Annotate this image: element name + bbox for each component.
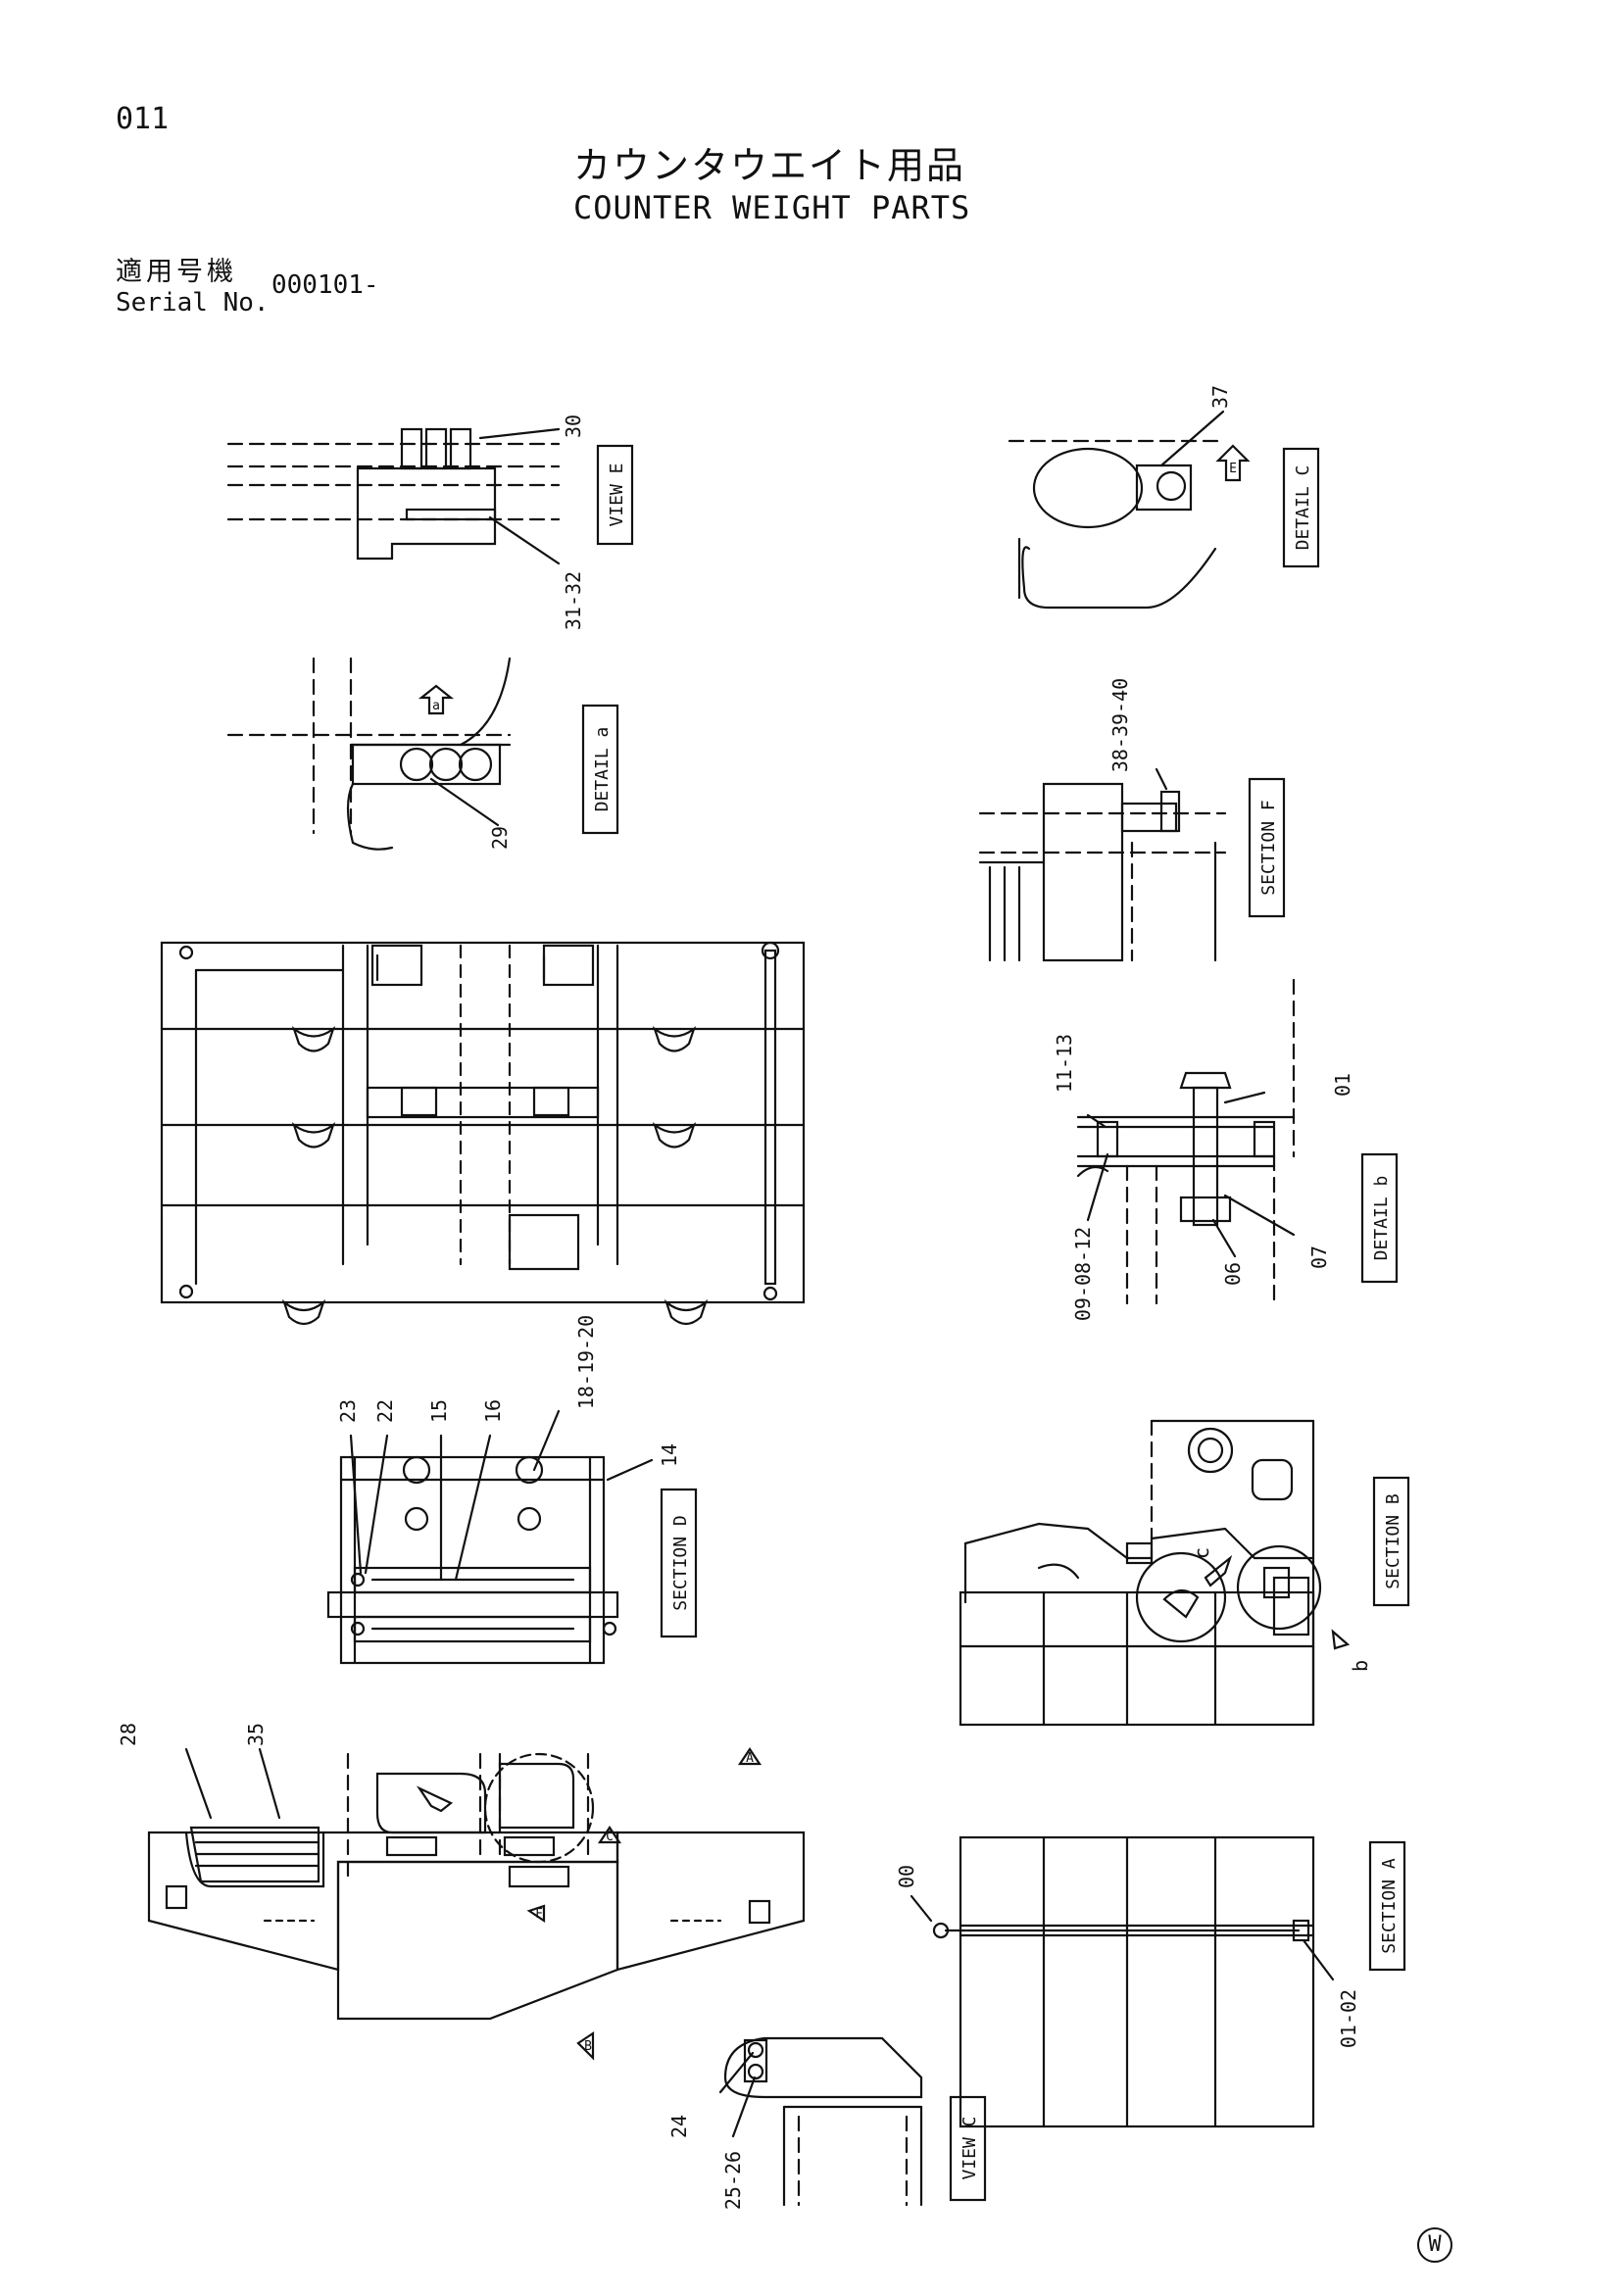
arrow-letter-a-small: a xyxy=(432,699,440,713)
section-f-label-box xyxy=(1248,777,1286,918)
callout-24: 24 xyxy=(667,2115,691,2138)
callout-b-small: b xyxy=(1349,1660,1372,1672)
view-e-label: VIEW E xyxy=(607,463,627,526)
section-b-label: SECTION B xyxy=(1383,1493,1403,1589)
callout-11-13: 11-13 xyxy=(1053,1034,1076,1093)
arrow-letter-b: B xyxy=(584,2039,592,2054)
publisher-mark: W xyxy=(1417,2227,1452,2263)
counterweight-view-drawing xyxy=(147,1747,806,2061)
serial-label-english: Serial No. xyxy=(116,288,270,318)
section-f-label: SECTION F xyxy=(1258,800,1279,896)
callout-09-08-12: 09-08-12 xyxy=(1071,1227,1095,1321)
section-a-drawing xyxy=(910,1835,1335,2128)
detail-a-drawing xyxy=(226,657,512,851)
callout-00: 00 xyxy=(895,1865,918,1888)
callout-37: 37 xyxy=(1208,385,1232,409)
section-a-label: SECTION A xyxy=(1379,1858,1400,1954)
callout-35: 35 xyxy=(244,1723,268,1746)
section-b-drawing xyxy=(959,1419,1351,1727)
detail-c-drawing xyxy=(1008,410,1251,610)
detail-b-label-box xyxy=(1360,1152,1399,1284)
callout-07: 07 xyxy=(1307,1246,1331,1269)
detail-a-label-box xyxy=(581,704,619,835)
callout-c-small: c xyxy=(1190,1547,1213,1559)
page-title-english: COUNTER WEIGHT PARTS xyxy=(573,189,971,226)
callout-25-26: 25-26 xyxy=(721,2151,745,2210)
section-a-label-box xyxy=(1368,1840,1406,1972)
detail-c-label: DETAIL C xyxy=(1293,465,1313,551)
detail-c-label-box xyxy=(1282,447,1320,568)
section-d-drawing xyxy=(326,1409,654,1665)
section-d-label: SECTION D xyxy=(670,1515,691,1611)
view-c-drawing xyxy=(718,2036,923,2207)
detail-a-label: DETAIL a xyxy=(592,727,613,812)
callout-01: 01 xyxy=(1331,1073,1354,1097)
detail-b-label: DETAIL b xyxy=(1371,1176,1392,1261)
callout-01-02: 01-02 xyxy=(1337,1989,1360,2048)
callout-30: 30 xyxy=(562,415,585,438)
callout-14: 14 xyxy=(658,1443,681,1467)
page-title-japanese: カウンタウエイト用品 xyxy=(573,144,966,187)
detail-b-drawing xyxy=(1076,978,1296,1305)
callout-29: 29 xyxy=(488,826,512,850)
view-e-drawing xyxy=(226,427,561,561)
serial-label-japanese: 適用号機 xyxy=(116,257,237,287)
arrow-letter-c: C xyxy=(606,1830,614,1844)
view-c-label: VIEW C xyxy=(959,2116,980,2179)
serial-number-value: 000101- xyxy=(271,270,379,300)
section-b-label-box xyxy=(1372,1476,1410,1607)
arrow-letter-e: E xyxy=(1229,462,1237,476)
page-number: 011 xyxy=(116,102,170,136)
callout-18-19-20: 18-19-20 xyxy=(574,1315,598,1409)
view-c-label-box xyxy=(949,2095,987,2202)
section-f-drawing xyxy=(978,767,1227,962)
callout-31-32: 31-32 xyxy=(562,571,585,630)
callout-23: 23 xyxy=(336,1399,360,1423)
section-d-label-box xyxy=(660,1488,698,1638)
callout-22: 22 xyxy=(373,1399,397,1423)
callout-28: 28 xyxy=(117,1723,140,1746)
callout-15: 15 xyxy=(427,1399,451,1423)
callout-06: 06 xyxy=(1221,1262,1245,1286)
arrow-letter-a-top: A xyxy=(746,1751,754,1766)
main-assembly-drawing xyxy=(160,941,806,1326)
arrow-letter-f: F xyxy=(535,1907,543,1922)
callout-38-39-40: 38-39-40 xyxy=(1108,678,1132,772)
view-e-label-box xyxy=(596,444,634,546)
callout-16: 16 xyxy=(481,1399,505,1423)
